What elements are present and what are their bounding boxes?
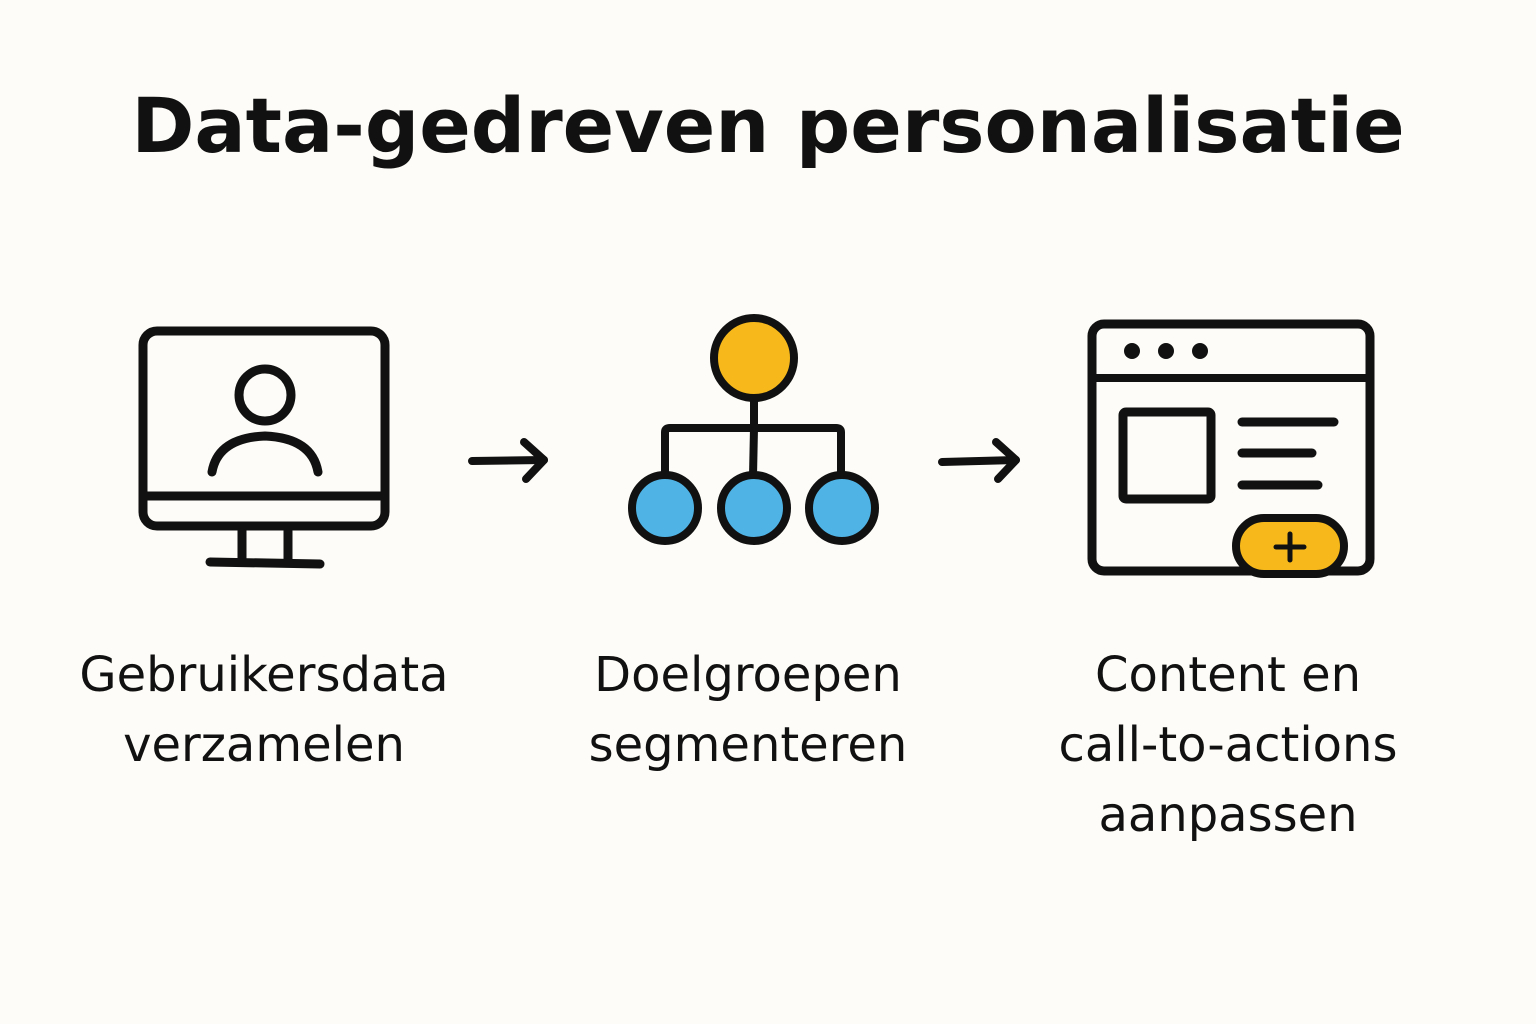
step-label-line: Gebruikersdata — [79, 647, 449, 703]
step-label-gebruikersdata: Gebruikersdata verzamelen — [64, 640, 464, 780]
browser-content-cta-icon — [1087, 319, 1375, 578]
hierarchy-segments-icon — [628, 314, 879, 545]
step-label-line: Doelgroepen — [594, 647, 902, 703]
arrow-right-icon — [938, 438, 1020, 483]
step-label-line: call-to-actions — [1058, 717, 1398, 773]
monitor-user-icon — [138, 326, 390, 569]
step-label-line: Content en — [1094, 647, 1362, 703]
step-label-line: segmenteren — [588, 717, 908, 773]
arrow-right-icon — [468, 438, 548, 483]
step-label-doelgroepen: Doelgroepen segmenteren — [548, 640, 948, 780]
step-label-content: Content en call-to-actions aanpassen — [1008, 640, 1448, 850]
step-label-line: aanpassen — [1098, 787, 1358, 843]
step-label-line: verzamelen — [123, 717, 405, 773]
diagram-title: Data-gedreven personalisatie — [131, 81, 1405, 170]
